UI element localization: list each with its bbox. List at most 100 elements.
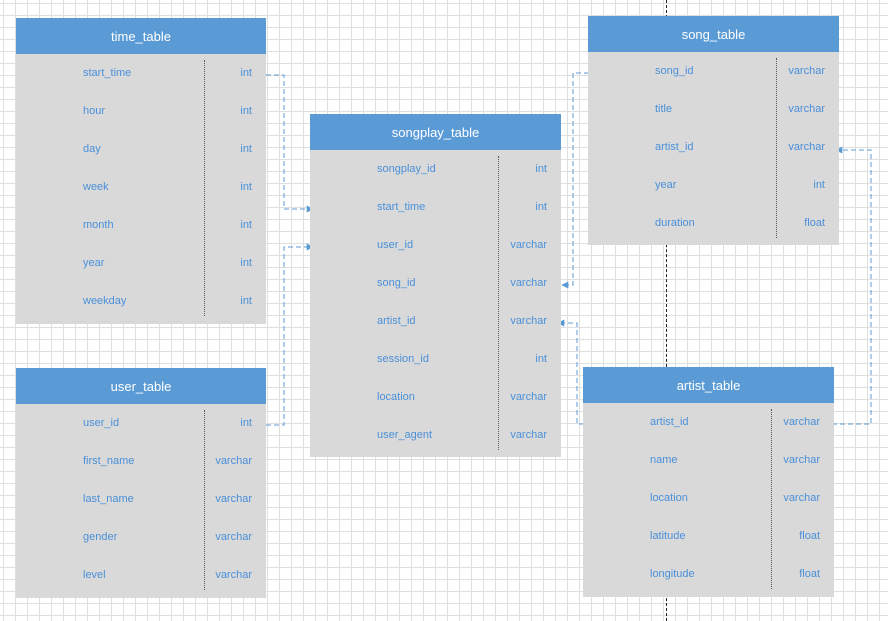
table-row: artist_id varchar	[583, 403, 834, 441]
field-type: int	[240, 417, 252, 429]
field-name: week	[83, 181, 109, 193]
field-name: duration	[655, 217, 695, 229]
field-name: user_id	[83, 417, 120, 429]
field-name: location	[650, 492, 688, 504]
field-name: name	[650, 454, 678, 466]
connector-user-id	[266, 243, 314, 426]
page-divider-line	[666, 0, 667, 621]
column-separator	[204, 410, 205, 590]
column-separator	[204, 60, 205, 316]
field-type: int	[240, 257, 252, 269]
table-row: month int	[16, 206, 266, 244]
field-type: int	[240, 143, 252, 155]
field-type: varchar	[215, 569, 252, 581]
connector-song-artist-id	[832, 146, 872, 425]
field-name: year	[83, 257, 105, 269]
table-row: user_id int	[16, 404, 266, 442]
field-name: user_agent	[377, 429, 433, 441]
field-type: int	[240, 219, 252, 231]
field-type: int	[813, 179, 825, 191]
field-name: song_id	[655, 65, 694, 77]
table-row: song_id varchar	[310, 264, 561, 302]
field-type: int	[240, 105, 252, 117]
field-type: varchar	[788, 103, 825, 115]
table-title: song_table	[588, 16, 839, 52]
table-row: hour int	[16, 92, 266, 130]
field-name: gender	[83, 531, 118, 543]
table-row: latitude float	[583, 517, 834, 555]
field-type: float	[799, 530, 820, 542]
field-name: artist_id	[650, 416, 689, 428]
connector-artist-id	[557, 319, 584, 425]
field-type: int	[535, 353, 547, 365]
field-name: year	[655, 179, 677, 191]
field-type: int	[240, 181, 252, 193]
column-separator	[771, 409, 772, 589]
field-name: day	[83, 143, 101, 155]
table-row: title varchar	[588, 90, 839, 128]
column-separator	[498, 156, 499, 450]
table-row: year int	[16, 244, 266, 282]
field-name: start_time	[377, 201, 426, 213]
field-type: int	[535, 201, 547, 213]
connector-song-id	[561, 72, 589, 289]
table-row: user_agent varchar	[310, 416, 561, 454]
field-type: varchar	[783, 492, 820, 504]
field-name: last_name	[83, 493, 134, 505]
field-type: varchar	[783, 454, 820, 466]
field-type: varchar	[215, 455, 252, 467]
table-row: first_name varchar	[16, 442, 266, 480]
table-row: last_name varchar	[16, 480, 266, 518]
table-row: start_time int	[310, 188, 561, 226]
table-row: gender varchar	[16, 518, 266, 556]
field-type: varchar	[788, 65, 825, 77]
table-title: songplay_table	[310, 114, 561, 150]
field-name: user_id	[377, 239, 414, 251]
field-name: location	[377, 391, 415, 403]
field-type: varchar	[783, 416, 820, 428]
field-name: title	[655, 103, 673, 115]
table-title: time_table	[16, 18, 266, 54]
field-type: varchar	[215, 531, 252, 543]
field-name: artist_id	[377, 315, 416, 327]
field-type: float	[799, 568, 820, 580]
field-type: varchar	[510, 429, 547, 441]
field-type: varchar	[510, 239, 547, 251]
field-type: varchar	[510, 277, 547, 289]
field-type: int	[240, 67, 252, 79]
field-name: first_name	[83, 455, 135, 467]
field-type: varchar	[215, 493, 252, 505]
field-name: month	[83, 219, 114, 231]
field-name: longitude	[650, 568, 695, 580]
field-name: hour	[83, 105, 106, 117]
field-name: latitude	[650, 530, 686, 542]
field-name: song_id	[377, 277, 416, 289]
table-row: year int	[588, 166, 839, 204]
field-name: weekday	[83, 295, 127, 307]
table-title: user_table	[16, 368, 266, 404]
table-row: day int	[16, 130, 266, 168]
table-row: week int	[16, 168, 266, 206]
field-type: varchar	[788, 141, 825, 153]
table-row: location varchar	[583, 479, 834, 517]
